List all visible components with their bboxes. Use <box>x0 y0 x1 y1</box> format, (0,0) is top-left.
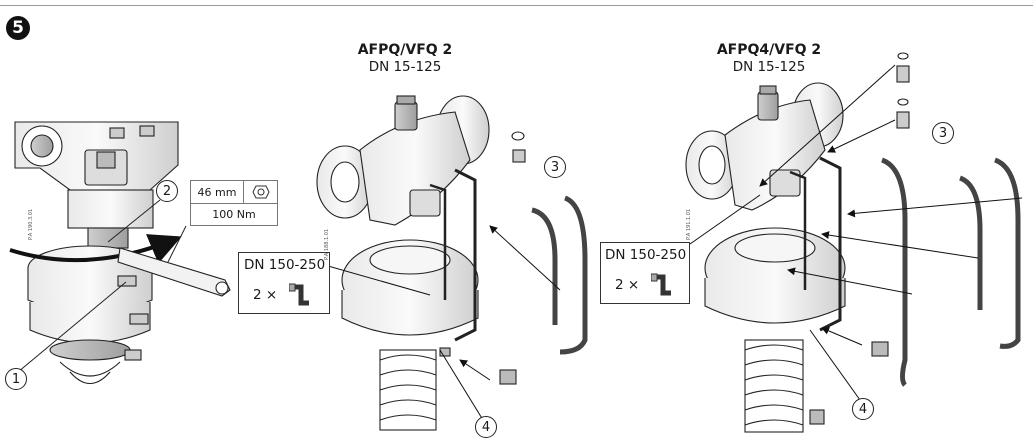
callout-1: 1 <box>5 368 27 390</box>
callout-2: 2 <box>156 180 178 202</box>
left-doc-id: P.A 190.3.01 <box>28 208 34 240</box>
right-callout-4: 4 <box>852 398 874 420</box>
elbow-fitting-icon <box>289 283 309 306</box>
hex-nut-icon <box>244 181 277 204</box>
middle-subtitle: DN 15-125 <box>368 59 442 75</box>
top-rule <box>0 5 1033 6</box>
leader-table <box>167 225 187 263</box>
wrench-size-value: 46 mm <box>191 181 244 204</box>
leader-1 <box>17 281 127 373</box>
torque-value: 100 Nm <box>212 208 256 221</box>
middle-doc-id: P.A 188.1.01 <box>324 228 330 260</box>
step-number-badge: 5 <box>6 16 30 40</box>
wrench <box>117 247 231 297</box>
right-doc-id: P.A 191.1.01 <box>686 208 692 240</box>
middle-callout-4: 4 <box>475 416 497 438</box>
right-valve <box>685 52 1021 433</box>
right-inset-label: DN 150-250 <box>605 247 687 263</box>
right-callout-3: 3 <box>932 122 954 144</box>
right-inset-box: DN 150-250 2 × <box>600 242 690 304</box>
middle-inset-box: DN 150-250 2 × <box>238 252 330 314</box>
middle-callout-3: 3 <box>544 156 566 178</box>
leader-2 <box>107 199 161 243</box>
rotation-arrow <box>9 234 182 264</box>
middle-inset-qty: 2 × <box>253 287 278 303</box>
middle-title-block: AFPQ/VFQ 2 DN 15-125 <box>340 42 470 76</box>
middle-valve <box>316 95 588 431</box>
right-title: AFPQ4/VFQ 2 <box>716 42 822 58</box>
left-valve-closeup <box>14 121 179 385</box>
right-leaders <box>689 64 1023 401</box>
middle-inset-label: DN 150-250 <box>244 257 326 273</box>
right-title-block: AFPQ4/VFQ 2 DN 15-125 <box>704 42 834 76</box>
right-inset-qty: 2 × <box>615 277 640 293</box>
middle-title: AFPQ/VFQ 2 <box>357 42 453 58</box>
right-subtitle: DN 15-125 <box>732 59 806 75</box>
elbow-fitting-icon <box>651 273 671 296</box>
torque-table: 46 mm 100 Nm <box>190 180 278 226</box>
